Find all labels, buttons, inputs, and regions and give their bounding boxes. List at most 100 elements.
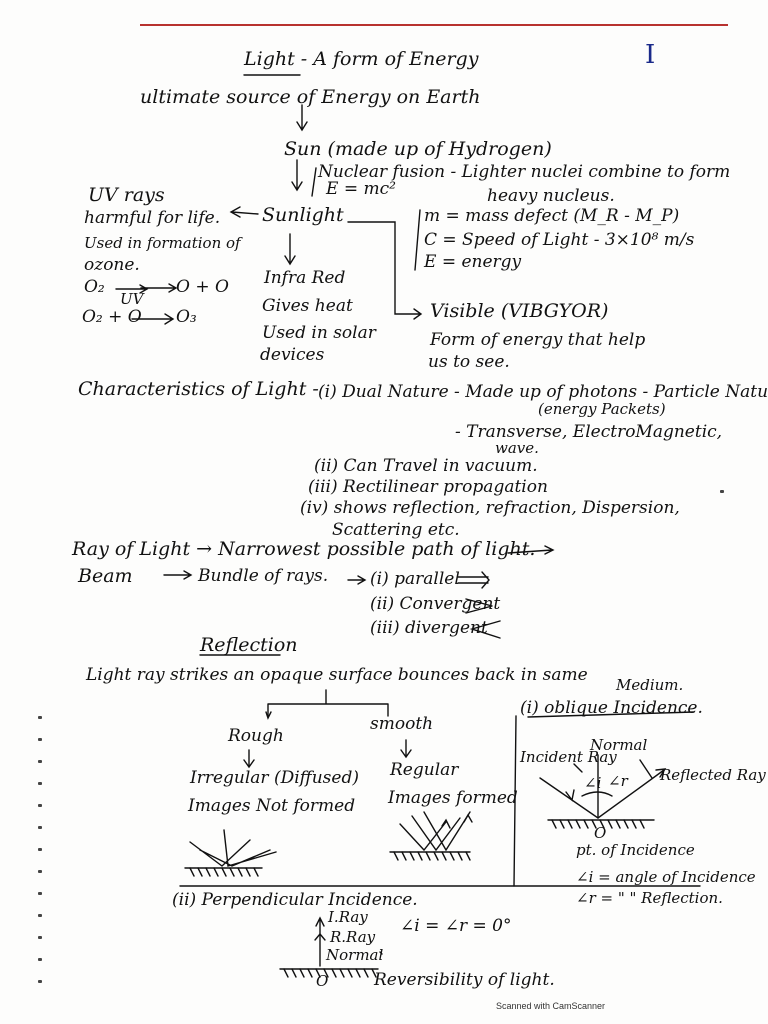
angle-i-label: ∠i [584, 774, 602, 792]
r-ray-label: R.Ray [330, 928, 376, 946]
margin-mark [38, 716, 42, 719]
char-item-2: (ii) Can Travel in vacuum. [314, 456, 538, 476]
regular-label: Regular [390, 760, 459, 780]
beam-type-2: (ii) Convergent [370, 594, 501, 614]
section-divider-vertical [513, 715, 517, 887]
arrow-rough [243, 749, 255, 769]
regular-rays [399, 811, 471, 852]
incident-ray-label: Incident Ray [520, 748, 617, 766]
arrow-smooth [400, 739, 412, 759]
angle-incidence-def: ∠i = angle of Incidence [576, 868, 756, 886]
speed-of-light-line: C = Speed of Light - 3×10⁸ m/s [424, 230, 695, 250]
normal-ray [315, 916, 325, 967]
arrow-to-infrared [284, 233, 296, 266]
margin-mark [38, 782, 42, 785]
uv-reaction-arrow [115, 284, 149, 294]
sunlight-label: Sunlight [262, 204, 344, 226]
visible-line-1: Form of energy that help [430, 330, 646, 350]
source-line: ultimate source of Energy on Earth [140, 86, 481, 108]
char-item-4-cont: Scattering etc. [332, 520, 460, 540]
uv-reaction-right: O + O [176, 277, 229, 297]
scanner-watermark: Scanned with CamScanner [496, 1001, 606, 1011]
reflection-definition-cont: Medium. [616, 676, 684, 694]
uv-line-2: Used in formation of [84, 234, 241, 252]
margin-mark [38, 892, 42, 895]
uv-reaction-label: UV [120, 290, 144, 308]
mass-defect-line: m = mass defect (M_R - M_P) [424, 206, 680, 226]
wave-line: wave. [495, 439, 539, 457]
page-number: I [645, 40, 656, 70]
beam-arrow [163, 570, 193, 580]
page-title: Light - A form of Energy [244, 48, 479, 70]
char-item-4: (iv) shows reflection, refraction, Dispe… [300, 498, 680, 518]
visible-title: Visible (VIBGYOR) [430, 300, 609, 322]
angle-arc [581, 791, 613, 797]
uv-reaction-left: O₂ [84, 277, 105, 297]
margin-mark [38, 958, 42, 961]
normal-label-2: Normal [326, 946, 384, 964]
infrared-line-3: devices [260, 345, 325, 365]
parallel-rays-icon [457, 571, 490, 589]
top-margin-line [140, 24, 728, 26]
infrared-line-1: Gives heat [262, 296, 353, 316]
divergent-rays-icon [469, 620, 501, 639]
regular-note: Images formed [388, 788, 518, 808]
energy-packets: (energy Packets) [538, 400, 666, 418]
oblique-underline [527, 711, 695, 718]
formula-bracket [414, 209, 421, 271]
point-o-label-2: O [316, 972, 329, 990]
bundle-arrow [347, 575, 367, 585]
transverse-line: - Transverse, ElectroMagnetic, [455, 422, 723, 442]
angle-r-label: ∠r [608, 772, 628, 790]
ozone-reaction-left: O₂ + O [82, 307, 142, 327]
margin-mark [720, 490, 724, 493]
uv-line-1: harmful for life. [84, 208, 221, 228]
uv-title: UV rays [88, 184, 165, 206]
energy-line: E = energy [424, 252, 522, 272]
arrow-to-uv [229, 206, 259, 218]
fusion-line: Nuclear fusion - Lighter nuclei combine … [318, 162, 731, 182]
heavy-nucleus-line: heavy nucleus. [487, 186, 615, 206]
beam-type-1: (i) parallel [370, 569, 460, 589]
incident-reflected-rays [539, 768, 667, 819]
reversibility-label: Reversibility of light. [374, 970, 555, 990]
diffused-rays [189, 829, 277, 867]
ozone-reaction-arrow [131, 313, 175, 325]
i-ray-label: I.Ray [328, 908, 368, 926]
irregular-note: Images Not formed [188, 796, 356, 816]
uv-line-3: ozone. [84, 255, 140, 275]
infrared-line-2: Used in solar [262, 323, 376, 343]
visible-line-2: us to see. [428, 352, 510, 372]
normal-label: Normal [590, 736, 648, 754]
ozone-reaction-right: O₃ [176, 307, 197, 327]
branch-tree [267, 689, 389, 717]
margin-mark [38, 870, 42, 873]
fusion-bracket [311, 167, 317, 197]
angle-reflection-def: ∠r = " " Reflection. [576, 889, 723, 907]
formula-line: E = mc² [326, 179, 396, 199]
ray-definition: Ray of Light → Narrowest possible path o… [72, 538, 536, 560]
perpendicular-heading: (ii) Perpendicular Incidence. [172, 890, 418, 910]
margin-mark [38, 760, 42, 763]
reflection-heading: Reflection [200, 634, 298, 656]
beam-definition: Bundle of rays. [198, 566, 329, 586]
smooth-label: smooth [370, 714, 434, 734]
convergent-rays-icon [465, 598, 493, 614]
dual-nature-line: (i) Dual Nature - Made up of photons - P… [318, 382, 768, 402]
angles-equal: ∠i = ∠r = 0° [400, 916, 512, 936]
arrow-to-sunlight [291, 159, 303, 192]
point-of-incidence-label: pt. of Incidence [576, 841, 695, 859]
rough-label: Rough [228, 726, 284, 746]
characteristics-heading: Characteristics of Light - [78, 378, 319, 400]
oblique-heading: (i) oblique Incidence. [520, 698, 703, 718]
margin-mark [38, 826, 42, 829]
point-o-label: O [594, 824, 607, 842]
infrared-title: Infra Red [264, 268, 346, 288]
margin-mark [38, 914, 42, 917]
beam-type-3: (iii) divergent [370, 618, 488, 638]
uv-arrow-2 [140, 283, 178, 293]
reflected-ray-label: Reflected Ray [660, 766, 766, 784]
margin-mark [38, 980, 42, 983]
margin-mark [38, 848, 42, 851]
